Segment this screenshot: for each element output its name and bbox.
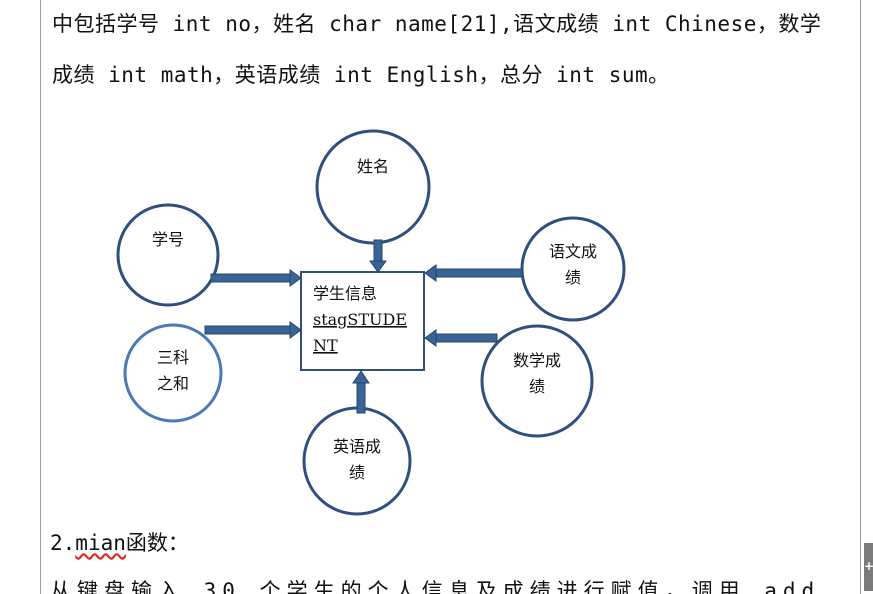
heading-rest: 函数： [125,531,189,555]
heading-word: mian [75,531,126,555]
center-box-line-1: 学生信息 [313,284,377,303]
center-box [300,271,425,371]
name-node [315,129,431,245]
heading-number: 2. [50,531,76,555]
math-node-label-1: 数学成 [513,351,561,370]
paragraph-line-partial: 从键盘输入 30 个学生的个人信息及成绩进行赋值，调用 add [50,579,821,594]
arrow-sum-to-box [204,321,302,339]
sum-node [123,323,223,423]
center-box-line-3: NT [313,336,338,355]
english-node-label-2: 绩 [349,463,365,482]
arrow-chinese-to-box [424,264,523,282]
paragraph-line-2: 成绩 int math，英语成绩 int English，总分 int sum。 [52,63,670,87]
section-heading: 2.mian函数： [50,527,189,557]
expand-handle[interactable]: + [864,543,873,591]
student-no-node [116,203,220,307]
chinese-node-label-2: 绩 [565,268,581,287]
english-node [302,406,412,516]
chinese-node-label-1: 语文成 [549,242,597,261]
sum-node-label-1: 三科 [157,348,189,367]
arrow-name-to-box [369,239,387,273]
page-left-border [40,0,41,594]
arrow-english-to-box [352,370,370,414]
page-right-border [860,0,861,594]
student-no-node-label: 学号 [152,230,184,249]
arrow-math-to-box [424,329,498,347]
math-node-label-2: 绩 [529,377,545,396]
center-box-line-2: stagSTUDE [313,310,407,329]
english-node-label-1: 英语成 [333,437,381,456]
math-node [480,324,594,438]
arrow-student-no-to-box [210,269,302,287]
plus-icon: + [864,559,873,573]
paragraph-line-1: 中包括学号 int no，姓名 char name[21],语文成绩 int C… [52,12,822,36]
name-node-label: 姓名 [357,157,389,176]
sum-node-label-2: 之和 [157,374,189,393]
